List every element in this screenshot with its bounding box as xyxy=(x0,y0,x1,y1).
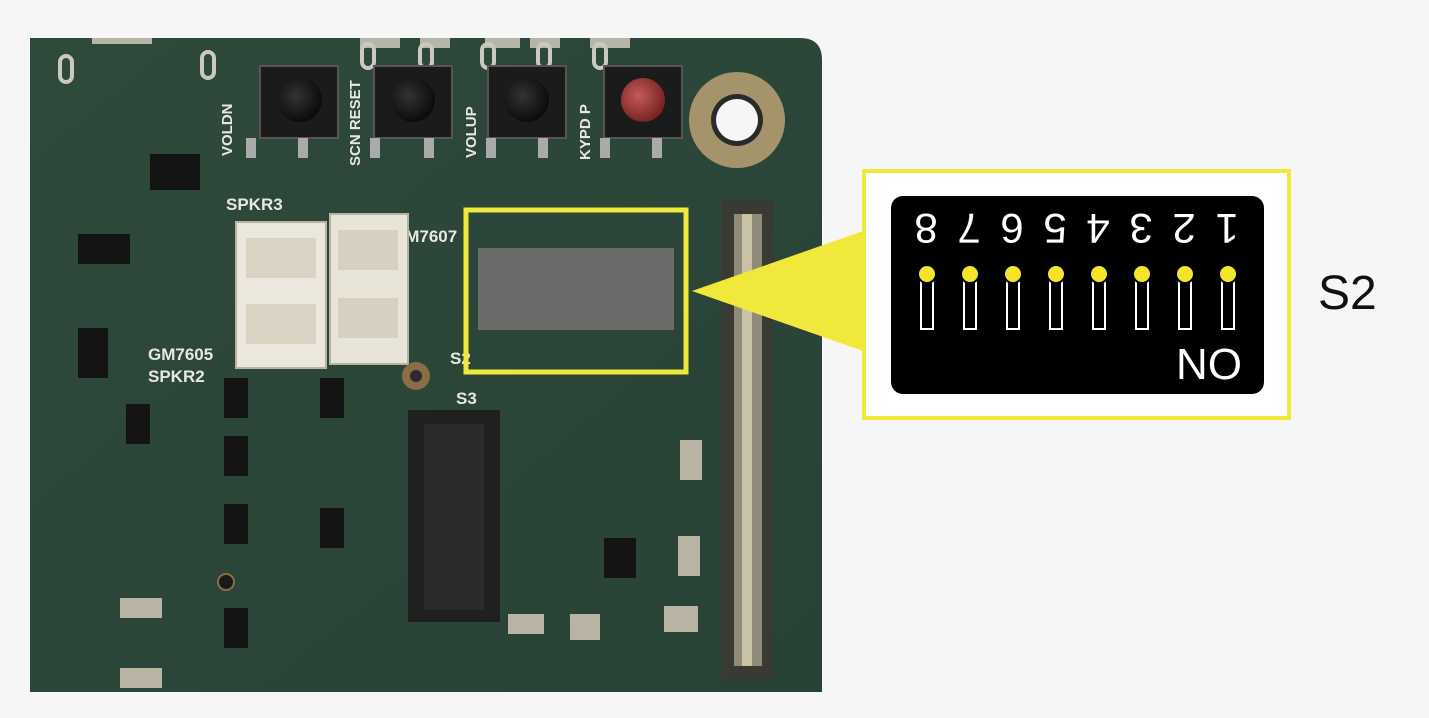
dip-switch-8-knob xyxy=(917,264,937,284)
dip-switch-1 xyxy=(1218,264,1241,332)
dip-switch-5-knob xyxy=(1046,264,1066,284)
silkscreen-spkr2: SPKR2 xyxy=(148,367,205,386)
speaker-connector-spkr2 xyxy=(235,221,327,369)
board-dip-switch-s3 xyxy=(408,410,500,622)
dip-number-8: 8 xyxy=(914,205,938,252)
dip-switch-3 xyxy=(1132,264,1155,332)
dip-switch-4 xyxy=(1089,264,1112,332)
dip-switch-6 xyxy=(1003,264,1026,332)
tactile-button-voldn xyxy=(246,65,339,158)
silkscreen-voldn: VOLDN xyxy=(219,104,236,157)
dip-number-2: 2 xyxy=(1172,205,1196,252)
dip-number-4: 4 xyxy=(1086,205,1110,252)
dip-switch-7 xyxy=(960,264,983,332)
dip-switch-2-knob xyxy=(1175,264,1195,284)
dip-number-7: 7 xyxy=(957,205,981,252)
dip-number-5: 5 xyxy=(1043,205,1067,252)
speaker-connector-spkr3 xyxy=(329,213,409,365)
silkscreen-scn-reset: SCN RESET xyxy=(347,80,364,166)
dip-switch-7-knob xyxy=(960,264,980,284)
silkscreen-s3: S3 xyxy=(456,389,477,408)
tactile-button-kypd xyxy=(600,65,683,158)
dip-number-1: 1 xyxy=(1215,205,1239,252)
dip-switch-numbers: 1 2 3 4 5 6 7 8 xyxy=(891,204,1264,252)
tactile-button-volup xyxy=(486,65,567,158)
dip-switch-1-knob xyxy=(1218,264,1238,284)
dip-switch-6-knob xyxy=(1003,264,1023,284)
dip-switch-3-knob xyxy=(1132,264,1152,284)
dip-on-label: ON xyxy=(1176,339,1242,388)
silkscreen-spkr3: SPKR3 xyxy=(226,195,283,214)
tactile-button-scn-reset xyxy=(370,65,453,158)
dip-number-3: 3 xyxy=(1129,205,1153,252)
board-dip-switch-s2 xyxy=(463,207,689,375)
switch-name-label: S2 xyxy=(1318,267,1377,320)
silkscreen-kypd: KYPD P xyxy=(577,104,594,160)
mounting-hole xyxy=(689,72,785,168)
dip-switch-4-knob xyxy=(1089,264,1109,284)
dip-number-6: 6 xyxy=(1000,205,1024,252)
silkscreen-volup: VOLUP xyxy=(463,106,480,158)
dip-switch-8 xyxy=(917,264,940,332)
dip-switch-2 xyxy=(1175,264,1198,332)
pcb-board-photo: VOLDN SCN RESET VOLUP KYPD P SPKR3 GM760… xyxy=(30,38,822,692)
dip-switch-diagram: 1 2 3 4 5 6 7 8 ON xyxy=(891,196,1264,394)
dip-switch-5 xyxy=(1046,264,1069,332)
silkscreen-gm7605: GM7605 xyxy=(148,345,213,364)
